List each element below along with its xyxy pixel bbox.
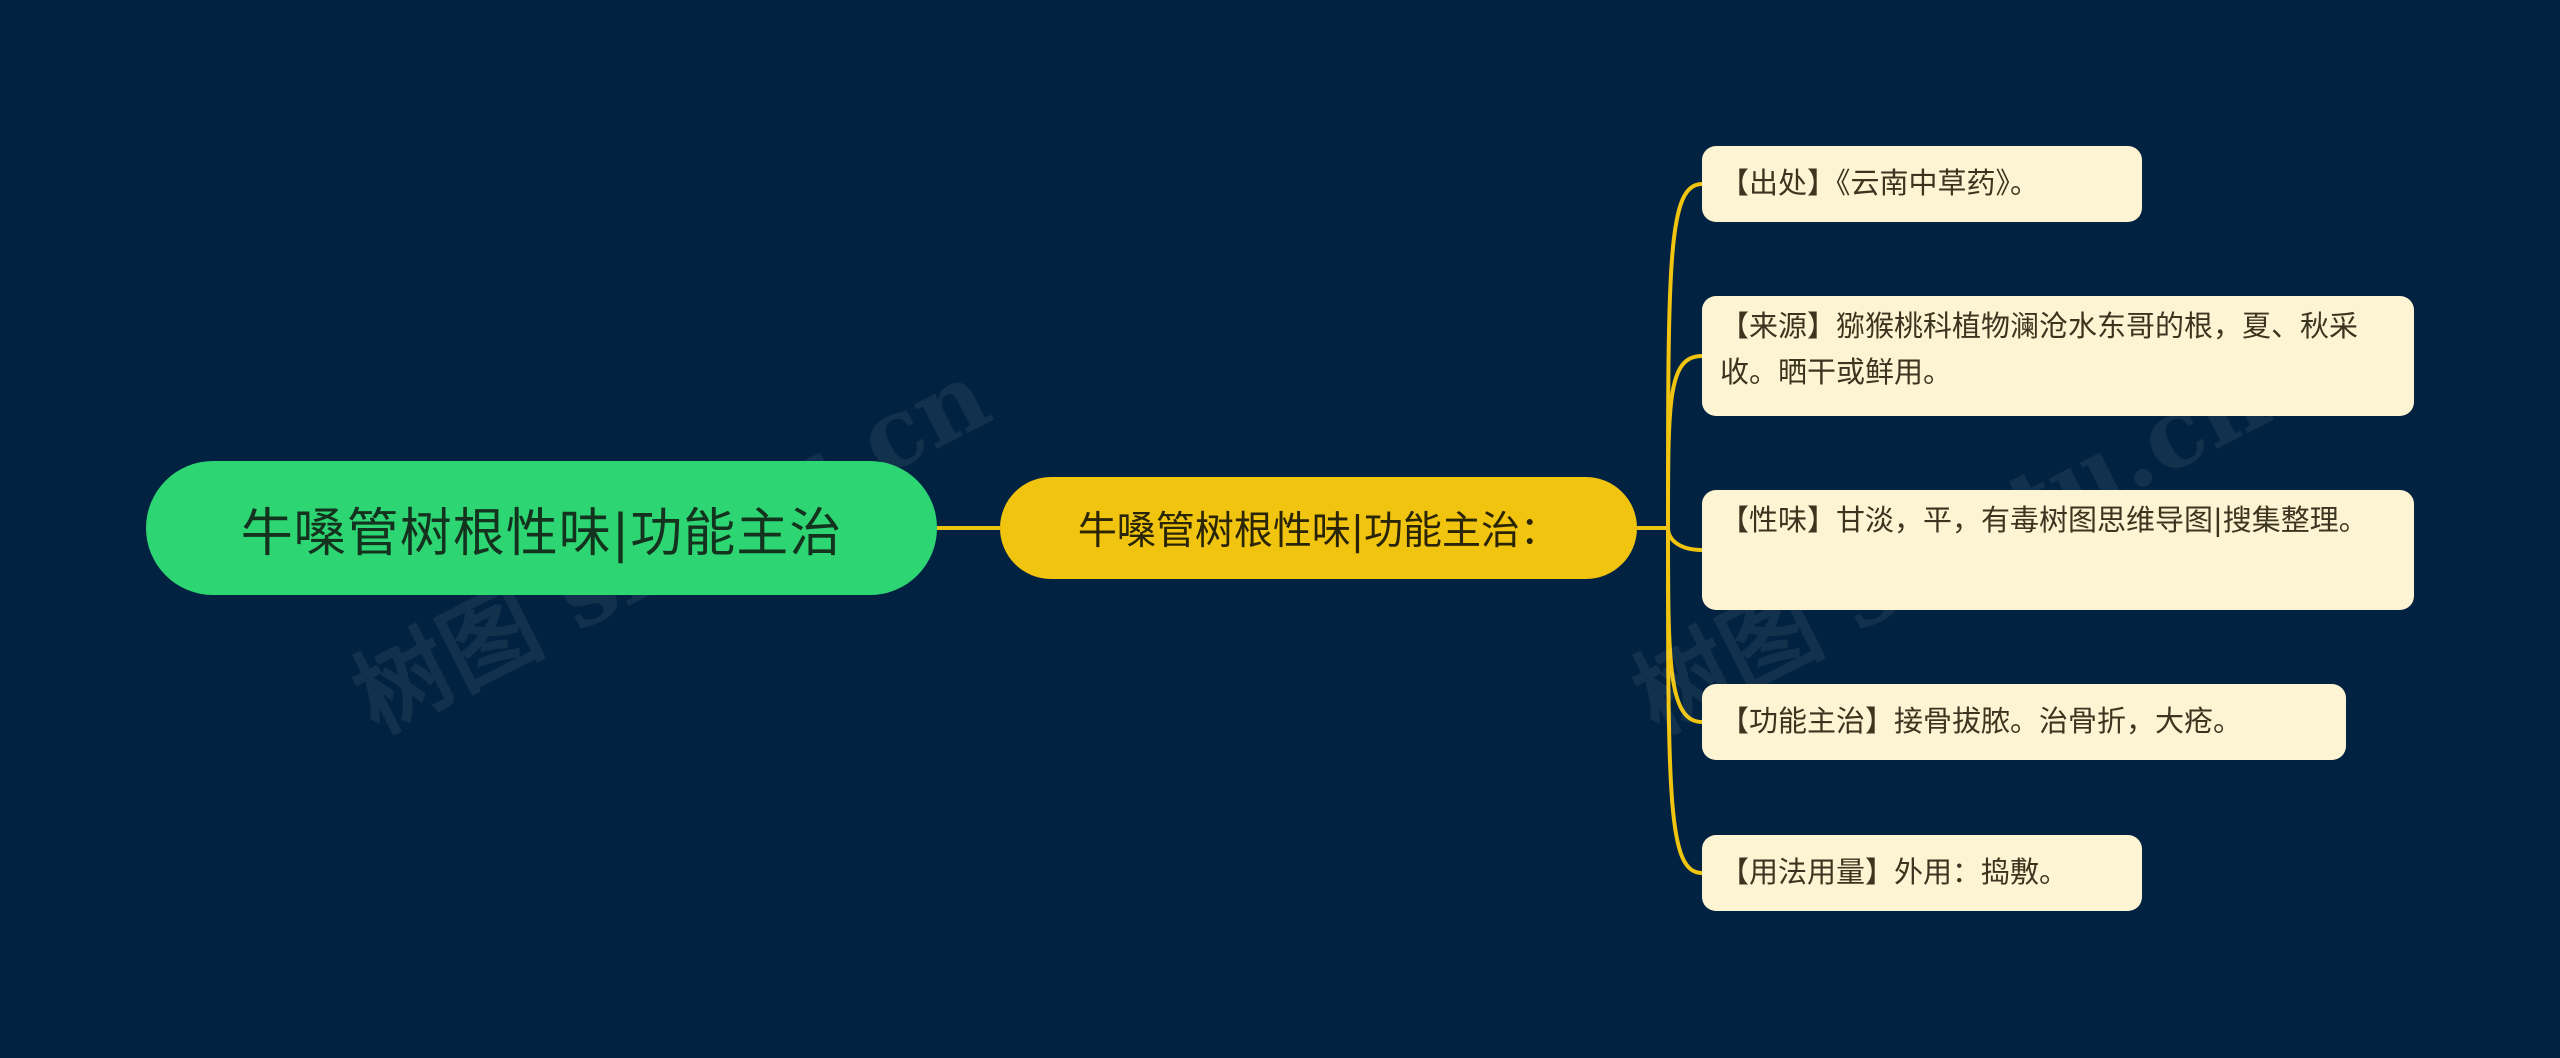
leaf-node-function[interactable]: 【功能主治】接骨拔脓。治骨折，大疮。: [1702, 684, 2346, 760]
leaf-node-label: 【用法用量】外用：捣敷。: [1720, 855, 2069, 889]
leaf-node-label: 【出处】《云南中草药》。: [1720, 166, 2040, 200]
leaf-node-origin[interactable]: 【来源】猕猴桃科植物澜沧水东哥的根，夏、秋采收。晒干或鲜用。: [1702, 296, 2414, 416]
leaf-connector-4: [1666, 527, 1703, 724]
branch-node-label: 牛嗓管树根性味|功能主治：: [1077, 509, 1560, 554]
leaf-connector-2: [1666, 354, 1703, 529]
leaf-node-label: 【功能主治】接骨拔脓。治骨折，大疮。: [1720, 704, 2243, 738]
leaf-node-nature[interactable]: 【性味】甘淡，平，有毒树图思维导图|搜集整理。: [1702, 490, 2414, 610]
leaf-node-label: 【来源】猕猴桃科植物澜沧水东哥的根，夏、秋采收。晒干或鲜用。: [1720, 309, 2359, 389]
root-node[interactable]: 牛嗓管树根性味|功能主治: [146, 461, 937, 595]
leaf-node-label: 【性味】甘淡，平，有毒树图思维导图|搜集整理。: [1720, 503, 2368, 537]
root-node-label: 牛嗓管树根性味|功能主治: [240, 503, 843, 564]
leaf-node-usage[interactable]: 【用法用量】外用：捣敷。: [1702, 835, 2142, 911]
leaf-connector-3: [1666, 527, 1703, 552]
leaf-connector-5: [1666, 527, 1703, 875]
leaf-node-source[interactable]: 【出处】《云南中草药》。: [1702, 146, 2142, 222]
branch-node[interactable]: 牛嗓管树根性味|功能主治：: [1000, 477, 1637, 579]
